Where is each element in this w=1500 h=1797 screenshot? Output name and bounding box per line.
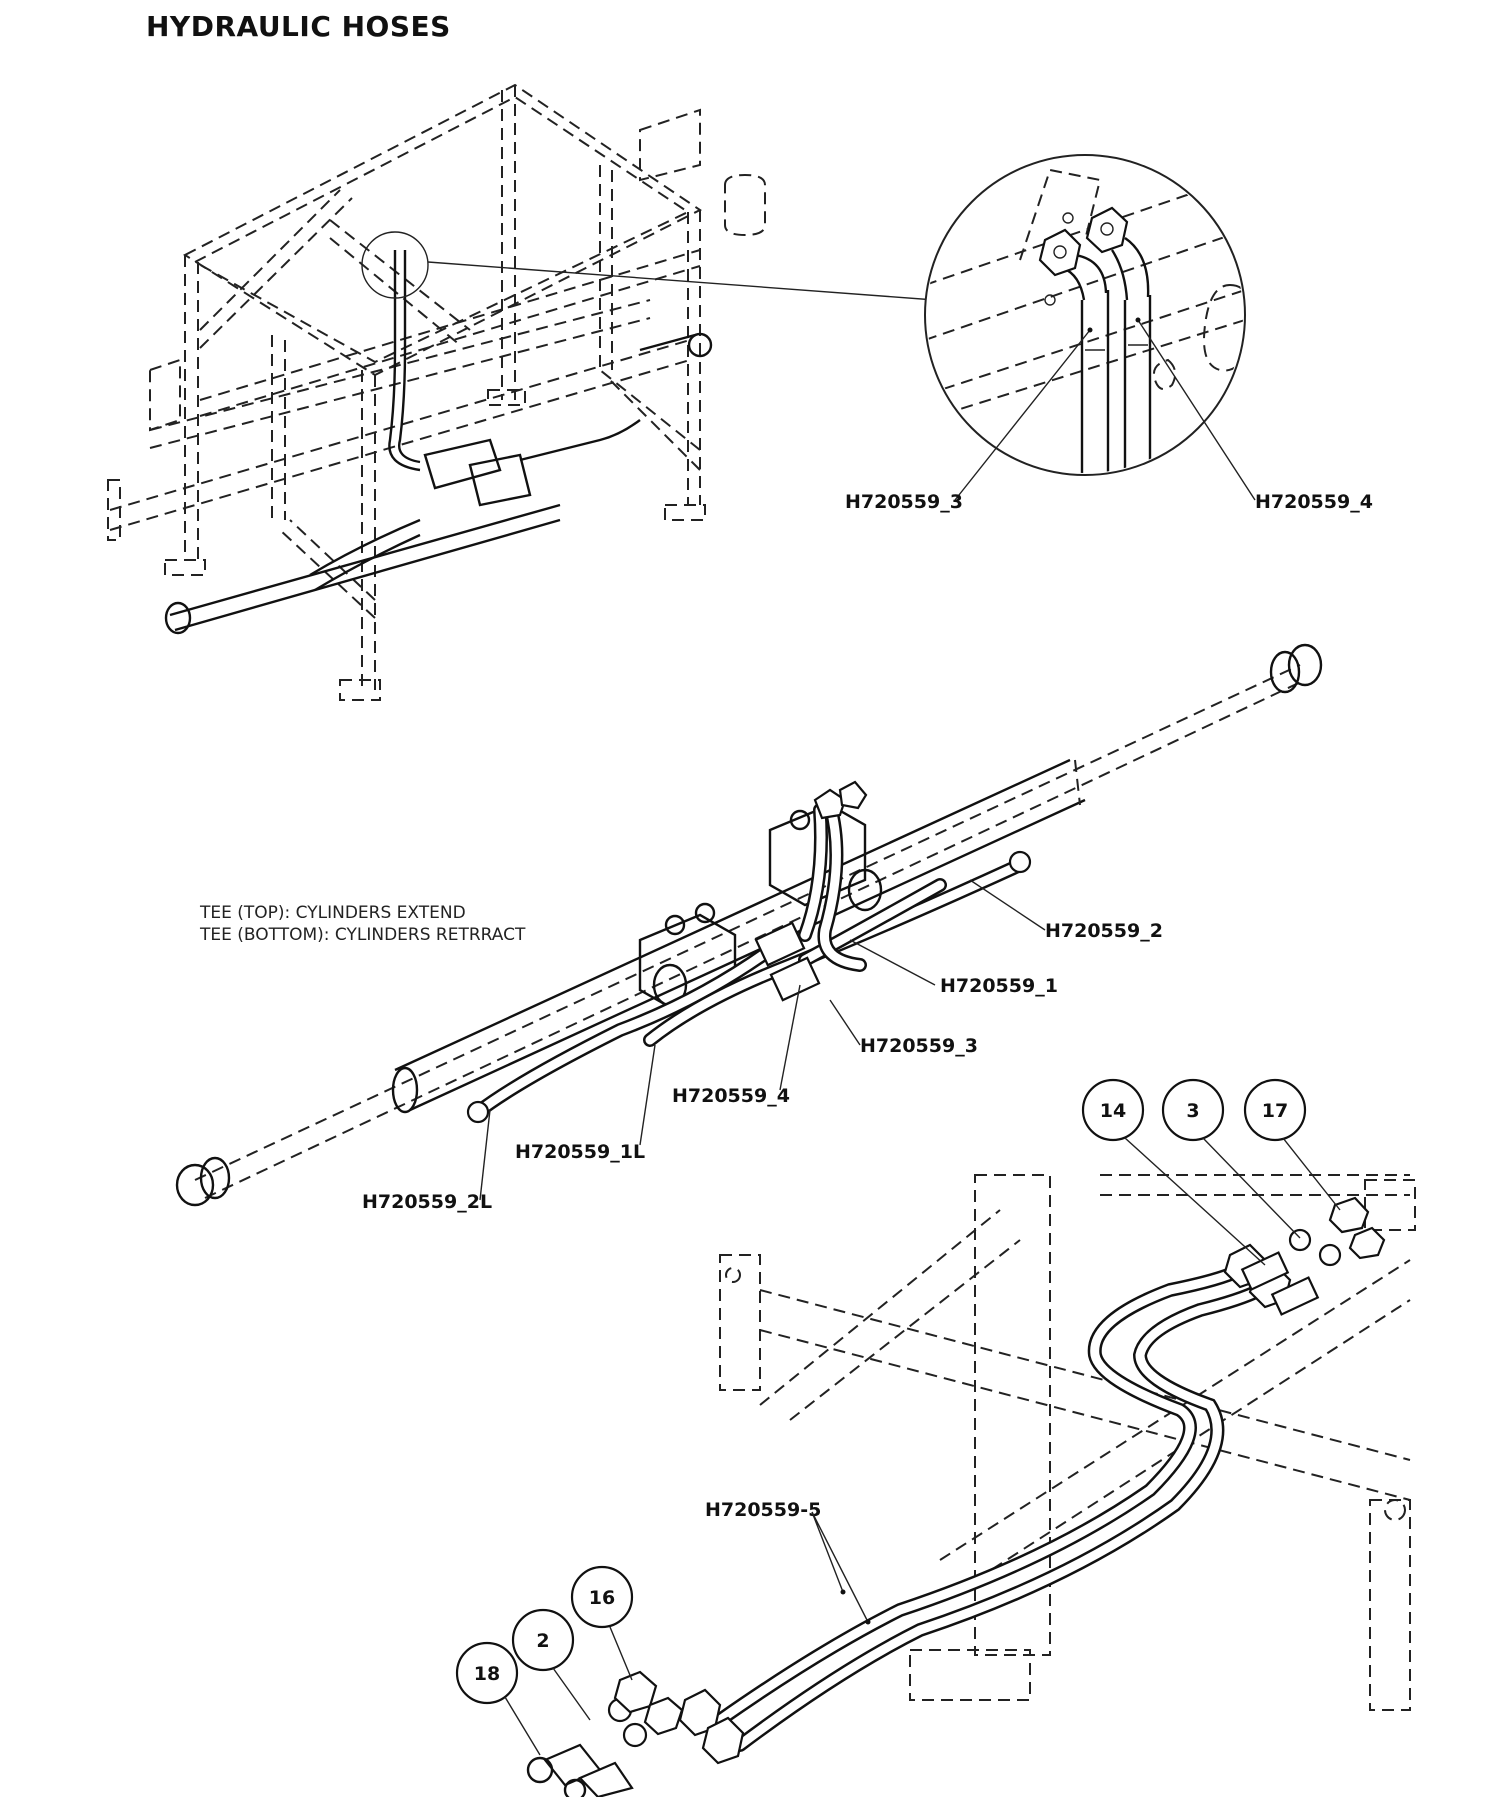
label-h720559-1: H720559_1	[940, 975, 1058, 997]
label-h720559-2: H720559_2	[1045, 920, 1163, 942]
tee-note-line-1: TEE (TOP): CYLINDERS EXTEND	[199, 903, 466, 923]
label-h720559-1l: H720559_1L	[515, 1141, 645, 1163]
bubble-16: 16	[589, 1587, 615, 1609]
tee-note-line-2: TEE (BOTTOM): CYLINDERS RETRRACT	[199, 925, 526, 945]
frame-isometric-view	[107, 83, 936, 701]
label-h720559-4: H720559_4	[672, 1085, 790, 1107]
label-h720559-5: H720559-5	[705, 1499, 821, 1521]
label-h720559-4-detail: H720559_4	[1255, 491, 1373, 513]
magnified-detail-view: H720559_3 H720559_4	[845, 154, 1373, 513]
label-h720559-2l: H720559_2L	[362, 1191, 492, 1213]
bubble-17: 17	[1262, 1100, 1288, 1122]
bubble-18: 18	[474, 1663, 500, 1685]
page-title: HYDRAULIC HOSES	[146, 10, 451, 43]
bubble-3: 3	[1186, 1100, 1199, 1122]
bubble-14: 14	[1100, 1100, 1126, 1122]
label-h720559-3: H720559_3	[860, 1035, 978, 1057]
bubble-2: 2	[536, 1630, 549, 1652]
fittings-view: 14 3 17 16 2 18 H720559-5	[455, 1078, 1416, 1797]
cylinder-view: TEE (TOP): CYLINDERS EXTEND TEE (BOTTOM)…	[175, 643, 1323, 1213]
label-h720559-3-detail: H720559_3	[845, 491, 963, 513]
